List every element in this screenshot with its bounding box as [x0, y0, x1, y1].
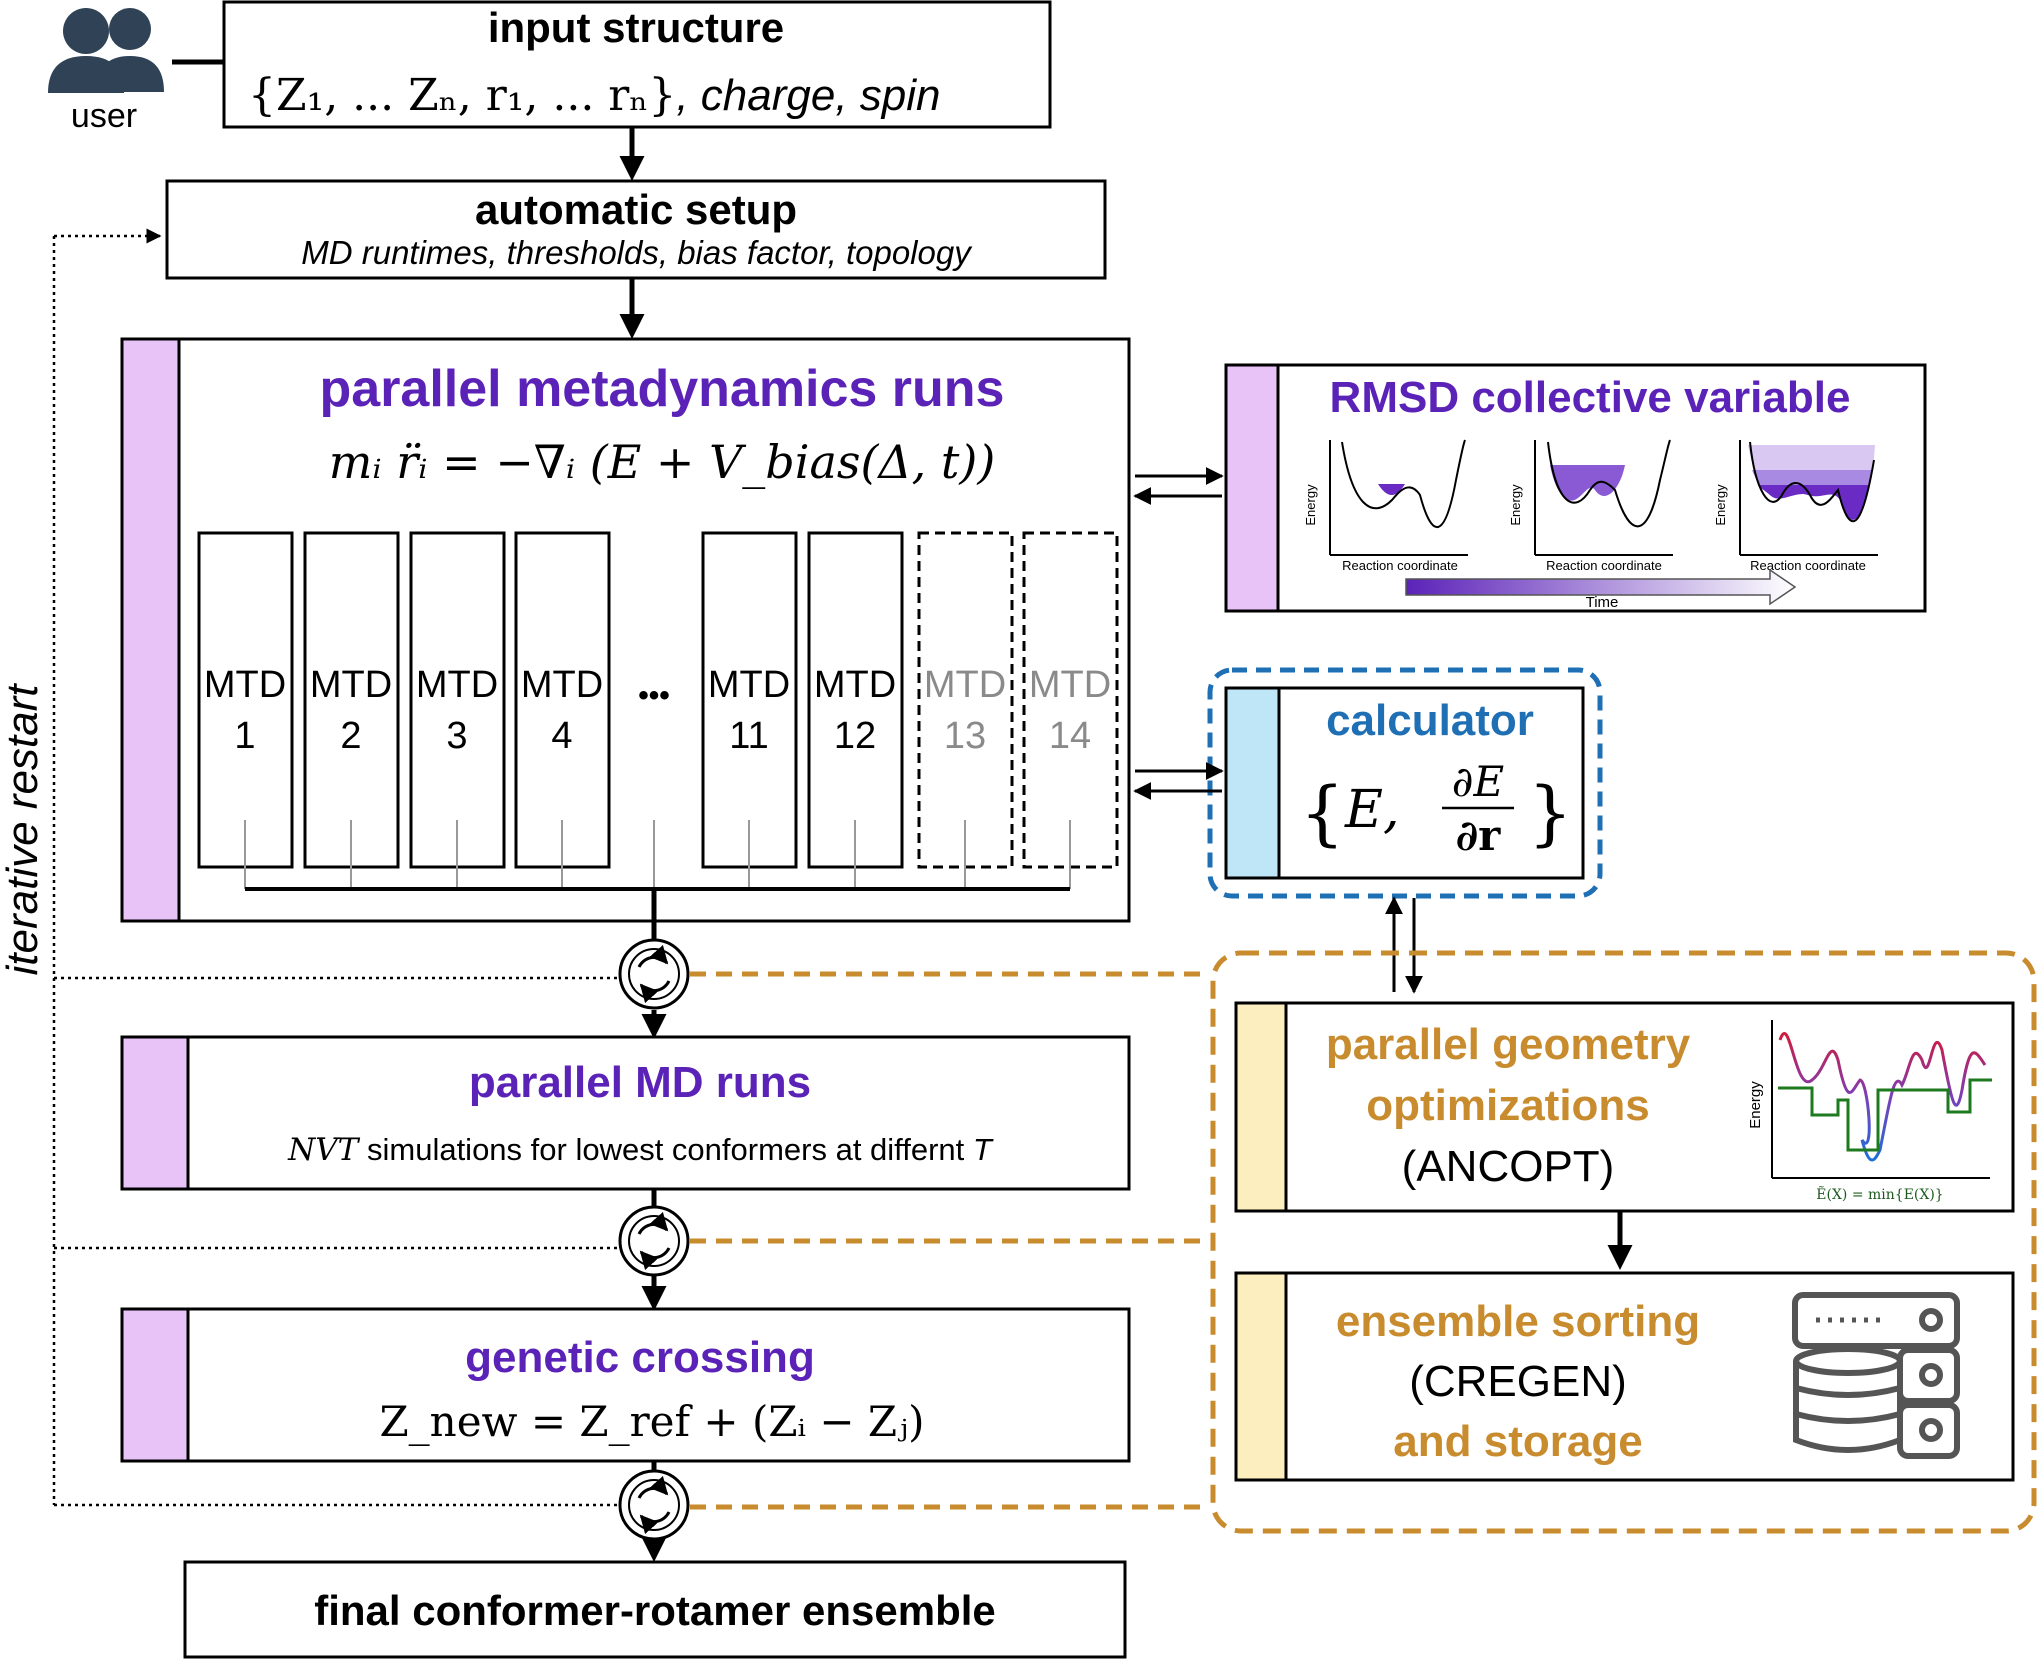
gc-equation: Z_new = Z_ref + (Zᵢ − Zⱼ): [379, 1397, 924, 1446]
mtd-collector: [244, 820, 1071, 945]
cycle-icon: [618, 1469, 690, 1541]
mtd-run: MTD 3: [409, 531, 506, 869]
setup-subtitle: MD runtimes, thresholds, bias factor, to…: [301, 234, 973, 271]
rmsd-plot-2-ylabel: Energy: [1508, 484, 1523, 526]
rmsd-plot-3-ylabel: Energy: [1713, 484, 1728, 526]
metadynamics-tab: [120, 337, 181, 923]
mtd-run-inactive: MTD 13: [917, 531, 1014, 869]
ensemble-sorting-tab: [1234, 1271, 1288, 1482]
sort-title-line3: and storage: [1393, 1417, 1642, 1466]
mtd-run-label: MTD: [521, 664, 603, 706]
opt-title-line2: optimizations: [1366, 1081, 1650, 1130]
rmsd-tab: [1224, 363, 1280, 613]
calculator-brace-left: {: [1300, 772, 1345, 854]
mtd-run-number: 13: [944, 715, 986, 757]
gc-title: genetic crossing: [465, 1333, 815, 1382]
users-icon: [48, 8, 164, 93]
pes-ylabel: Energy: [1747, 1081, 1764, 1129]
mtd-run: MTD 11: [701, 531, 798, 869]
rmsd-plot-3-xlabel: Reaction coordinate: [1750, 558, 1866, 573]
iterative-restart-loop: [52, 228, 618, 1507]
geometry-optimization-tab: [1234, 1001, 1288, 1213]
md-tab: [120, 1035, 190, 1191]
calculator-tab: [1224, 686, 1281, 880]
iterative-restart-label: iterative restart: [0, 683, 47, 976]
mtd-run: MTD 12: [807, 531, 904, 869]
metadynamics-equation: mᵢ r̈ᵢ = −∇ᵢ (E + V_bias(Δ, t)): [329, 435, 996, 489]
cycle-icon: [618, 938, 690, 1010]
mtd-run-label: MTD: [416, 664, 498, 706]
mtd-run-number: 3: [446, 715, 467, 757]
mtd-run-inactive: MTD 14: [1022, 531, 1119, 869]
mtd-run-number: 2: [340, 715, 361, 757]
mtd-run-number: 14: [1049, 715, 1091, 757]
mtd-run: MTD 4: [514, 531, 611, 869]
final-ensemble-box: final conformer-rotamer ensemble: [183, 1560, 1127, 1659]
mtd-run-label: MTD: [1029, 664, 1111, 706]
opt-title-line1: parallel geometry: [1326, 1020, 1691, 1069]
time-arrow: Time: [1405, 568, 1797, 611]
calculator-title: calculator: [1326, 696, 1534, 745]
rmsd-plot-3: Energy Reaction coordinate: [1713, 440, 1878, 573]
genetic-crossing-box: genetic crossing Z_new = Z_ref + (Zᵢ − Z…: [120, 1307, 1131, 1463]
mtd-run-label: MTD: [708, 664, 790, 706]
cycle-icon: [618, 1205, 690, 1277]
rmsd-plot-2: Energy Reaction coordinate: [1508, 439, 1673, 573]
automatic-setup-box: automatic setup MD runtimes, thresholds,…: [165, 179, 1107, 280]
sort-subtitle: (CREGEN): [1409, 1357, 1627, 1406]
calculator-gradient-num: ∂E: [1452, 757, 1504, 806]
mtd-runs: MTD 1 MTD 2 MTD 3 MTD 4 ••• MTD 11 MTD 1…: [197, 531, 1119, 869]
mtd-run: MTD 2: [303, 531, 400, 869]
md-box: parallel MD runs NVT simulations for low…: [120, 1035, 1131, 1191]
mtd-run-label: MTD: [310, 664, 392, 706]
calculator-energy: E,: [1344, 780, 1400, 840]
rmsd-box: RMSD collective variable Energy Reaction…: [1224, 363, 1927, 613]
input-formula: {Z₁, ... Zₙ, r₁, ... rₙ}, charge, spin: [248, 70, 941, 121]
input-title: input structure: [488, 4, 784, 51]
pes-plot: Energy Ẽ(X) = min{E(X)}: [1747, 1020, 1992, 1203]
rmsd-plot-1-ylabel: Energy: [1303, 484, 1318, 526]
final-title: final conformer-rotamer ensemble: [314, 1587, 996, 1634]
input-structure-box: input structure {Z₁, ... Zₙ, r₁, ... rₙ}…: [222, 0, 1052, 129]
mtd-run-label: MTD: [814, 664, 896, 706]
sort-title-line1: ensemble sorting: [1336, 1297, 1700, 1346]
pes-formula: Ẽ(X) = min{E(X)}: [1816, 1185, 1943, 1203]
rmsd-plot-1: Energy Reaction coordinate: [1303, 439, 1468, 573]
calculator-gradient-den: ∂r: [1456, 811, 1501, 860]
mtd-run-label: MTD: [924, 664, 1006, 706]
genetic-crossing-tab: [120, 1307, 190, 1463]
setup-title: automatic setup: [475, 186, 797, 233]
metadynamics-title: parallel metadynamics runs: [320, 360, 1005, 418]
mtd-run-label: MTD: [204, 664, 286, 706]
database-server-icon: [1792, 1292, 1960, 1459]
mtd-run-number: 11: [729, 715, 768, 757]
mtd-run-number: 4: [551, 715, 572, 757]
ensemble-sorting-box: ensemble sorting (CREGEN) and storage: [1234, 1271, 2015, 1482]
user-label: user: [71, 97, 137, 135]
rmsd-title: RMSD collective variable: [1330, 373, 1851, 422]
md-title: parallel MD runs: [469, 1058, 811, 1107]
mtd-run: MTD 1: [197, 531, 294, 869]
mtd-run-number: 12: [834, 715, 876, 757]
rmsd-plot-1-xlabel: Reaction coordinate: [1342, 558, 1458, 573]
mtd-run-number: 1: [234, 715, 255, 757]
md-subtitle: NVT simulations for lowest conformers at…: [287, 1132, 994, 1168]
time-label: Time: [1586, 594, 1619, 611]
mtd-ellipsis: •••: [638, 679, 670, 712]
geometry-optimization-box: parallel geometry optimizations (ANCOPT)…: [1234, 1001, 2015, 1213]
opt-subtitle: (ANCOPT): [1402, 1142, 1615, 1191]
calculator-brace-right: }: [1528, 772, 1573, 854]
rmsd-plot-2-xlabel: Reaction coordinate: [1546, 558, 1662, 573]
calculator-box: calculator { E, ∂E ∂r }: [1207, 667, 1603, 899]
optimization-region: [1210, 950, 2037, 1534]
